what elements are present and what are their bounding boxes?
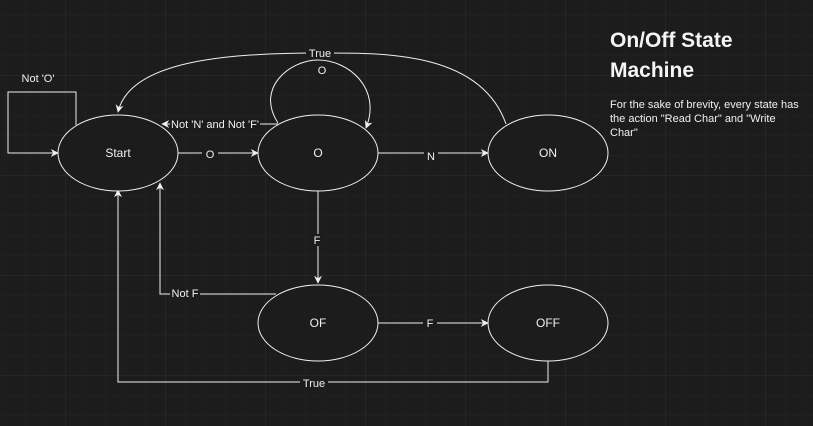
- edge-on-to-start[interactable]: [115, 52, 507, 125]
- page-title: On/Off State Machine: [610, 29, 733, 82]
- state-of[interactable]: OF: [257, 284, 379, 362]
- edge-label-o-to-start: Not 'N' and Not 'F': [171, 119, 259, 131]
- edge-label-o-to-of: F: [314, 235, 321, 247]
- edge-o-self-loop[interactable]: [270, 59, 373, 129]
- description-text: For the sake of brevity, every state has…: [610, 99, 799, 139]
- edge-of-to-start[interactable]: [156, 182, 276, 295]
- edge-label-on-to-start: True: [309, 48, 331, 60]
- edge-off-to-start[interactable]: [114, 189, 549, 383]
- state-off[interactable]: OFF: [487, 284, 609, 362]
- state-off-label: OFF: [536, 316, 560, 330]
- edge-label-o-self: O: [318, 65, 327, 77]
- state-on-label: ON: [539, 146, 557, 160]
- state-start-label: Start: [105, 146, 131, 160]
- edge-start-self-loop[interactable]: [7, 91, 77, 157]
- edge-label-start-to-o: O: [206, 149, 215, 161]
- state-of-label: OF: [310, 316, 327, 330]
- edge-label-off-to-start: True: [303, 378, 325, 390]
- edge-label-of-to-off: F: [427, 318, 434, 330]
- edge-label-of-to-start: Not F: [172, 288, 199, 300]
- state-o-label: O: [313, 146, 322, 160]
- state-o[interactable]: O: [257, 114, 379, 192]
- state-start[interactable]: Start: [57, 114, 179, 192]
- edge-label-not-o: Not 'O': [22, 73, 55, 85]
- state-on[interactable]: ON: [487, 114, 609, 192]
- edge-label-o-to-on: N: [427, 151, 435, 163]
